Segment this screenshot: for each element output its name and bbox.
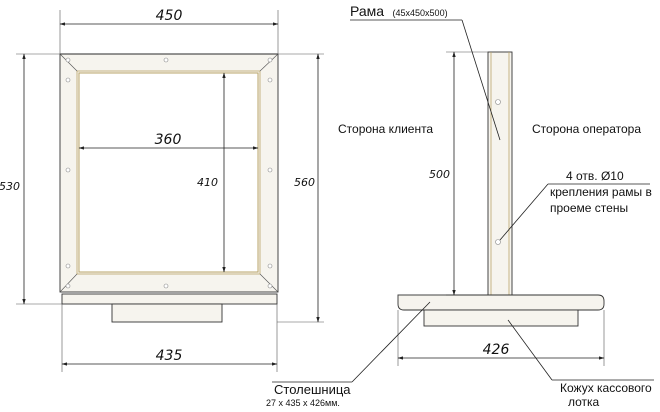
frame-side: [487, 51, 513, 296]
side-hole-upper: [495, 99, 501, 105]
dim-inner-height: 410: [197, 176, 218, 189]
dim-bottom-width: 435: [156, 348, 183, 364]
frame-label: Рама (45x450x500): [350, 3, 448, 20]
frame-holes: [65, 57, 273, 289]
front-view: 450 360 410 530 560 435: [0, 8, 324, 372]
countertop-label: Столешница: [274, 382, 351, 397]
dim-left-height: 530: [0, 180, 20, 193]
countertop-size: 27 x 435 x 426мм.: [266, 398, 340, 408]
tray-label-line2: лотка: [568, 395, 600, 409]
dim-top-width: 450: [156, 8, 183, 24]
dim-right-height: 560: [294, 176, 315, 189]
holes-callout-line3: проеме стены: [550, 201, 628, 215]
frame-opening: [78, 72, 259, 273]
tray-label-line1: Кожух кассового: [560, 381, 652, 395]
dim-side-height: 500: [429, 168, 450, 181]
tray-cover-side: [423, 309, 579, 327]
countertop-side: [397, 294, 605, 311]
client-side-label: Сторона клиента: [338, 122, 433, 136]
operator-side-label: Сторона оператора: [532, 122, 641, 136]
dim-side-width: 426: [483, 342, 510, 358]
countertop-front: [61, 293, 278, 305]
holes-callout-line1: 4 отв. Ø10: [566, 169, 624, 183]
side-hole-lower: [495, 239, 501, 245]
dim-inner-width: 360: [155, 132, 182, 148]
side-view: 500 426 Рама (45x450x500) Сторона клиент…: [266, 3, 654, 409]
holes-callout-line2: крепления рамы в: [550, 185, 652, 199]
tray-cover-front: [111, 303, 223, 323]
